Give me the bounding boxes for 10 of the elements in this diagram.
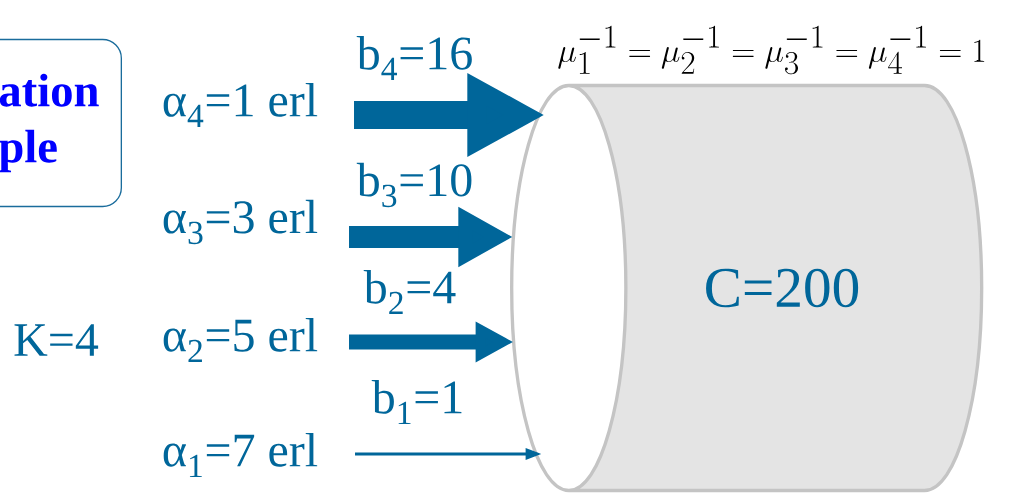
label: α$_{4}$=1 erl bbox=[163, 83, 318, 127]
label: α$_{3}$=3 erl bbox=[163, 199, 318, 245]
edge-label: b$_{2}$=4 bbox=[363, 269, 456, 315]
cylinder: C=200 bbox=[510, 83, 984, 493]
label: α$_{2}$=5 erl bbox=[163, 317, 318, 363]
label: α$_{1}$=7 erl bbox=[163, 433, 318, 477]
edge-label: b$_{1}$=1 bbox=[371, 380, 462, 424]
edge-label: b$_{3}$=10 bbox=[356, 162, 472, 208]
edge-label: b$_{4}$=16 bbox=[356, 36, 472, 80]
label: K=4 bbox=[14, 324, 99, 356]
